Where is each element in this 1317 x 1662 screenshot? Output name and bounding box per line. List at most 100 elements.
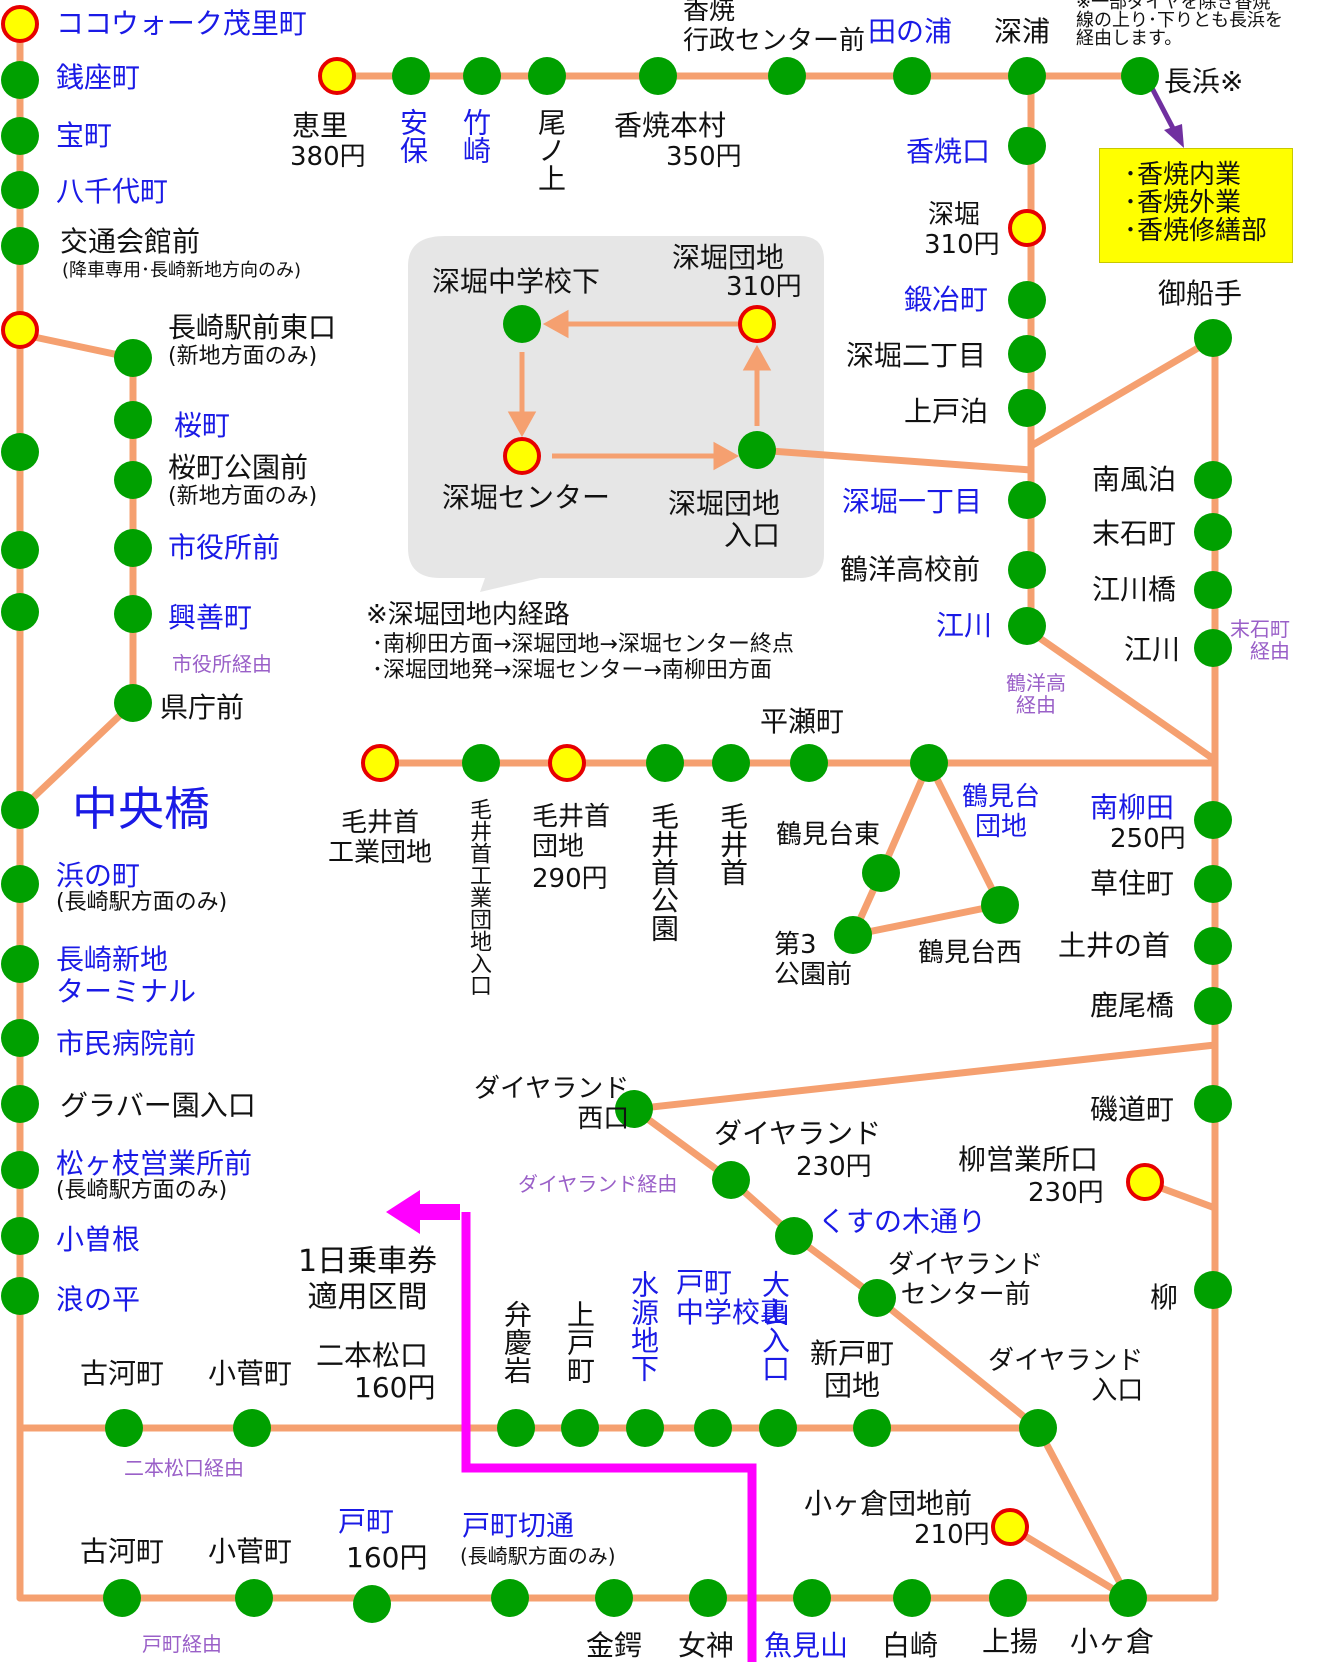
- stop-label: 銭座町: [56, 61, 141, 94]
- stop-label: 南風泊: [1092, 463, 1177, 496]
- stop-marker: [114, 461, 152, 499]
- stop-label: ココウォーク茂里町: [56, 7, 307, 40]
- stop-marker: [1, 117, 39, 155]
- major-stop-marker: [503, 437, 541, 475]
- stop-note: (長崎駅方面のみ): [56, 1178, 228, 1203]
- stop-label: 小ヶ倉: [1070, 1625, 1155, 1658]
- stop-label: 桜町: [174, 409, 231, 442]
- stop-marker: [1, 1151, 39, 1189]
- stop-marker: [893, 1579, 931, 1617]
- stop-label: 深浦: [994, 15, 1051, 48]
- stop-label: 松ヶ枝営業所前: [56, 1147, 253, 1180]
- stop-marker: [1008, 335, 1046, 373]
- major-stop-marker: [1, 311, 39, 349]
- fare-zone-boundary: [386, 1190, 757, 1662]
- stop-marker: [981, 886, 1019, 924]
- stop-label: 市民病院前: [56, 1027, 197, 1060]
- stop-label: 鹿尾橋: [1090, 989, 1175, 1022]
- stop-marker: [1, 791, 39, 829]
- stop-marker: [1194, 987, 1232, 1025]
- stop-label: 尾ノ上: [534, 108, 567, 192]
- stop-label: 魚見山: [764, 1629, 849, 1662]
- stop-marker: [497, 1409, 535, 1447]
- stop-marker: [1, 1277, 39, 1315]
- stop-marker: [1019, 1409, 1057, 1447]
- stop-marker: [114, 595, 152, 633]
- stop-label: 桜町公園前: [168, 451, 309, 484]
- fare-zone-arrow: [386, 1190, 460, 1234]
- stop-marker: [114, 401, 152, 439]
- stop-note: (新地方面のみ): [168, 484, 318, 509]
- stop-marker: [834, 916, 872, 954]
- stop-marker: [392, 57, 430, 95]
- stop-marker: [1, 433, 39, 471]
- branch-destination-box: ･香焼内業 ･香焼外業 ･香焼修繕部: [1099, 148, 1293, 263]
- stop-marker: [626, 1409, 664, 1447]
- stop-label: 戸町 中学校裏: [676, 1266, 789, 1329]
- stop-label: 白崎: [882, 1629, 939, 1662]
- stop-marker: [503, 305, 541, 343]
- stop-marker: [646, 744, 684, 782]
- loop-route-line: ･深堀団地発→深堀センター→南柳田方面: [372, 658, 772, 683]
- stop-label: 戸町切通: [462, 1509, 575, 1542]
- stop-label: 鍛冶町: [904, 283, 989, 316]
- stop-marker: [989, 1579, 1027, 1617]
- stop-label: 浪の平: [56, 1283, 141, 1316]
- major-stop-marker: [738, 305, 776, 343]
- stop-marker: [105, 1409, 143, 1447]
- stop-marker: [862, 854, 900, 892]
- stop-label: 長崎新地 ターミナル: [56, 943, 197, 1008]
- stop-label: 鶴洋高校前: [840, 553, 981, 586]
- stop-label: 小菅町: [208, 1357, 293, 1390]
- stop-label: 平瀬町: [760, 705, 845, 738]
- stop-label: 磯道町: [1090, 1093, 1175, 1126]
- stop-label: 毛井首: [716, 802, 749, 886]
- stop-label: 鶴見台東: [776, 820, 881, 850]
- stop-label: 竹崎: [459, 108, 492, 164]
- stop-label: 女神: [678, 1629, 735, 1662]
- stop-label: 小曽根: [56, 1223, 141, 1256]
- stop-note: (降車専用･長崎新地方向のみ): [62, 260, 302, 281]
- fare-label: 290円: [532, 864, 608, 894]
- stop-label: 田の浦: [868, 15, 953, 48]
- stop-marker: [615, 1090, 653, 1128]
- fare-label: 230円: [796, 1152, 872, 1182]
- stop-label: 上戸泊: [904, 395, 989, 428]
- stop-marker: [793, 1579, 831, 1617]
- stop-label: 毛井首 団地: [532, 802, 611, 862]
- stop-marker: [1008, 127, 1046, 165]
- stop-label: 弁慶岩: [500, 1300, 533, 1384]
- stop-label: 市役所前: [168, 531, 281, 564]
- fare-label: 310円: [726, 272, 802, 302]
- stop-label: 浜の町: [56, 859, 141, 892]
- stop-marker: [1194, 571, 1232, 609]
- major-stop-marker: [1126, 1163, 1164, 1201]
- stop-marker: [114, 684, 152, 722]
- major-stop-marker: [1, 5, 39, 43]
- via-label: 鶴洋高 経由: [1006, 671, 1066, 717]
- stop-label: 毛井首 工業団地: [328, 808, 433, 868]
- stop-label: ダイヤランド: [714, 1117, 882, 1150]
- stop-marker: [1194, 801, 1232, 839]
- major-stop-marker: [318, 57, 356, 95]
- stop-marker: [235, 1579, 273, 1617]
- stop-label: 上戸町: [563, 1300, 596, 1384]
- stop-marker: [689, 1579, 727, 1617]
- stop-label: 深堀中学校下: [432, 265, 601, 298]
- stop-label: 毛井首工業団地入口: [466, 798, 491, 996]
- stop-marker: [491, 1579, 529, 1617]
- stop-marker: [1194, 461, 1232, 499]
- stop-marker: [639, 57, 677, 95]
- stop-marker: [1008, 57, 1046, 95]
- stop-marker: [1121, 57, 1159, 95]
- fare-label: 380円: [290, 142, 366, 172]
- stop-note: (長崎駅方面のみ): [460, 1544, 616, 1568]
- stop-label: 小ヶ倉団地前: [804, 1487, 973, 1520]
- stop-label: 草住町: [1090, 867, 1175, 900]
- stop-marker: [1, 61, 39, 99]
- stop-label: 鶴見台 団地: [962, 782, 1041, 842]
- stop-marker: [595, 1579, 633, 1617]
- stop-marker: [1194, 629, 1232, 667]
- stop-marker: [1, 1019, 39, 1057]
- one-day-pass-label: 1日乗車券 適用区間: [298, 1244, 438, 1315]
